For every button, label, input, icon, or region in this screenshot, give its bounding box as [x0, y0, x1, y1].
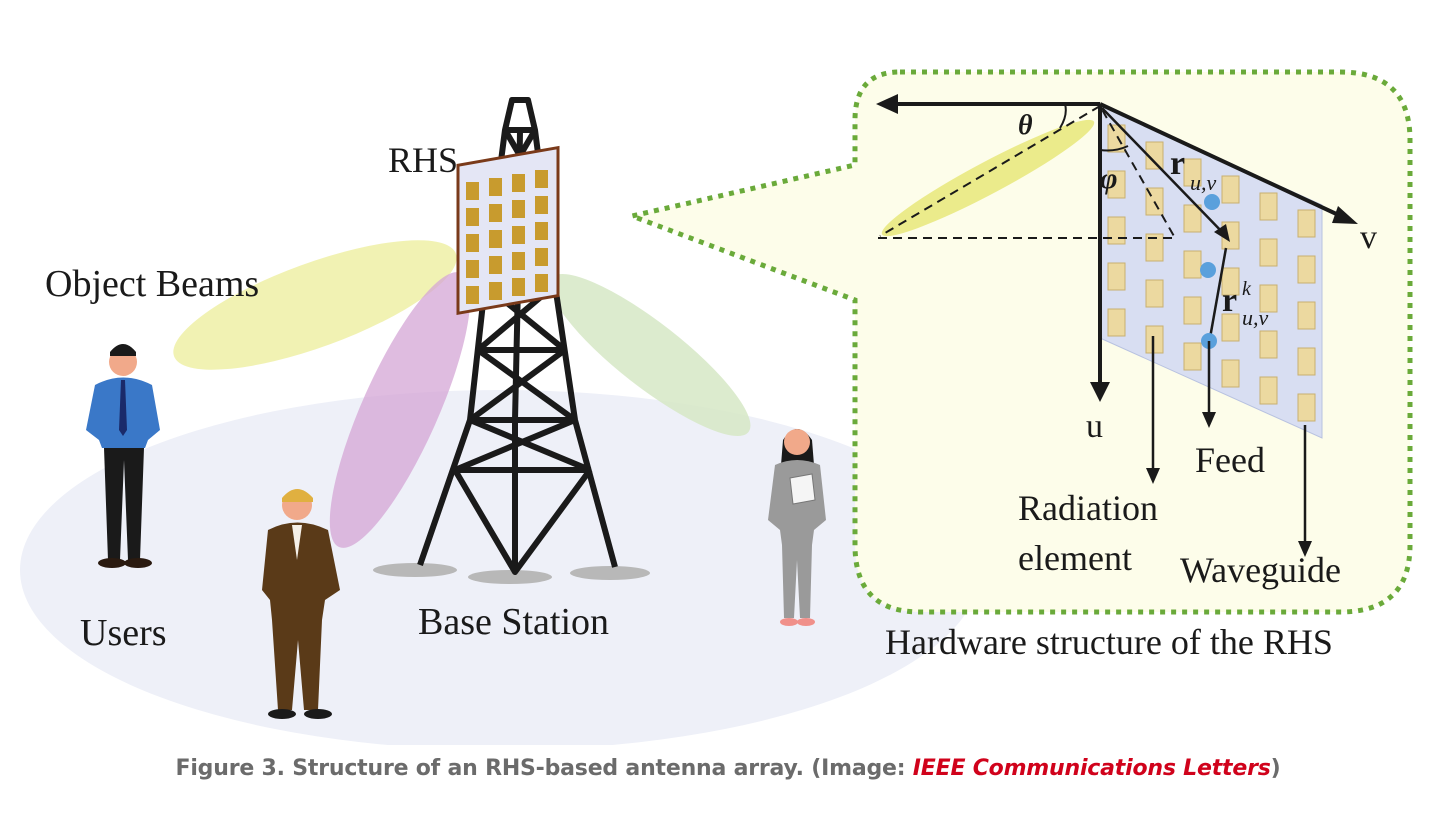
theta-arc	[1059, 103, 1067, 129]
feed-label: Feed	[1195, 440, 1265, 480]
radiation-element	[1221, 175, 1240, 204]
radiation-element	[1259, 376, 1278, 405]
radiation-element	[1259, 284, 1278, 313]
v-axis-label: v	[1360, 219, 1377, 256]
rhs-tower-element	[512, 174, 525, 192]
caption-suffix: )	[1270, 756, 1281, 781]
radiation-element	[1221, 359, 1240, 388]
figure-caption: Figure 3. Structure of an RHS-based ante…	[0, 756, 1456, 781]
beam-purple	[329, 272, 471, 548]
rhs-tower-element	[466, 260, 479, 278]
hardware-structure	[876, 94, 1358, 557]
caption-source-link[interactable]: IEEE Communications Letters	[912, 756, 1271, 781]
waveguide-label: Waveguide	[1180, 550, 1341, 590]
r-uv-k-superscript: k	[1242, 278, 1252, 300]
radiation-element	[1221, 267, 1240, 296]
radiation-element	[1297, 301, 1316, 330]
rhs-tower-element	[489, 230, 502, 248]
feed-dot	[1200, 262, 1216, 278]
hardware-structure-title: Hardware structure of the RHS	[885, 622, 1333, 662]
ground-area	[20, 390, 980, 750]
radiation-element	[1145, 325, 1164, 354]
rhs-tower-element	[489, 178, 502, 196]
u-axis-label: u	[1086, 408, 1103, 445]
rhs-tower-element	[535, 222, 548, 240]
rhs-tower-element	[535, 248, 548, 266]
beam-hardware	[881, 119, 1095, 237]
r-uv-k-subscript: u,ν	[1242, 305, 1269, 330]
v-axis	[1099, 102, 1346, 220]
r-uv-subscript: u,ν	[1190, 170, 1217, 195]
rhs-tower-element	[535, 170, 548, 188]
radiation-element	[1259, 330, 1278, 359]
rhs-tower-element	[489, 256, 502, 274]
radiation-element-label-line1: Radiation	[1018, 488, 1158, 528]
phi-arc	[1099, 145, 1129, 152]
radiation-element	[1107, 308, 1126, 337]
feed-dot	[1204, 194, 1220, 210]
rhs-tower-element	[535, 196, 548, 214]
r-uv-label: r	[1170, 145, 1185, 182]
vector-r-uv	[1101, 107, 1227, 237]
rhs-tower-element	[466, 208, 479, 226]
radiation-element	[1259, 192, 1278, 221]
radiation-element	[1145, 279, 1164, 308]
radiation-element	[1221, 313, 1240, 342]
radiation-element	[1297, 209, 1316, 238]
radiation-element	[1297, 347, 1316, 376]
users-label: Users	[80, 612, 167, 654]
radiation-element-label-line2: element	[1018, 538, 1132, 578]
object-beams-label: Object Beams	[45, 263, 259, 305]
user-woman-grey-suit	[768, 429, 826, 626]
rhs-tower-element	[466, 286, 479, 304]
radiation-element	[1183, 250, 1202, 279]
user-man-brown-suit	[262, 489, 340, 719]
rhs-tower-element	[512, 278, 525, 296]
phi-label: φ	[1100, 162, 1118, 195]
rhs-panel	[456, 145, 560, 316]
rhs-tower-element	[535, 274, 548, 292]
theta-label: θ	[1018, 110, 1033, 141]
radiation-element	[1107, 262, 1126, 291]
user-man-blue-shirt	[86, 344, 160, 568]
rhs-tower-element	[512, 252, 525, 270]
rhs-tower-element	[512, 200, 525, 218]
radiation-element	[1183, 342, 1202, 371]
radiation-element	[1107, 216, 1126, 245]
radiation-element	[1145, 233, 1164, 262]
radiation-element	[1145, 141, 1164, 170]
rhs-label: RHS	[388, 140, 458, 180]
radiation-element	[1259, 238, 1278, 267]
projection-lines	[878, 105, 1177, 239]
radiation-element	[1107, 124, 1126, 153]
rhs-tower-element	[466, 234, 479, 252]
beam-green	[549, 274, 751, 436]
caption-prefix: Figure 3. Structure of an RHS-based ante…	[175, 756, 913, 781]
rhs-tower-element	[466, 182, 479, 200]
beam-yellow	[173, 240, 457, 370]
vector-r-uv-k	[1208, 247, 1228, 339]
r-uv-k-label: r	[1222, 282, 1237, 319]
rhs-tower-element	[512, 226, 525, 244]
radiation-element	[1107, 170, 1126, 199]
radiation-element	[1183, 158, 1202, 187]
radiation-element	[1297, 393, 1316, 422]
radiation-element	[1297, 255, 1316, 284]
rhs-tower-element	[489, 204, 502, 222]
rhs-tower-element	[489, 282, 502, 300]
base-station-label: Base Station	[418, 601, 609, 643]
radiation-element	[1183, 296, 1202, 325]
radiation-element	[1183, 204, 1202, 233]
